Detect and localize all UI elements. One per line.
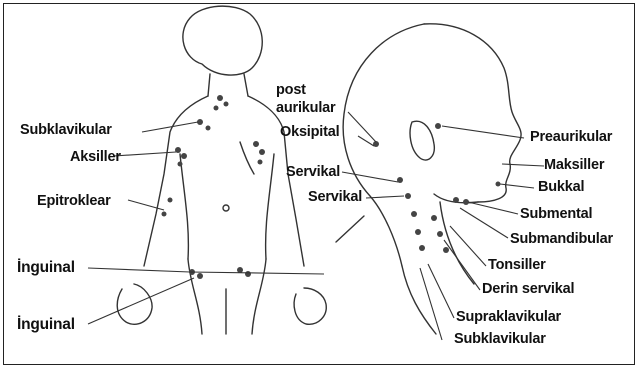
label-aurikular: aurikular <box>276 100 335 116</box>
node-neck <box>217 95 223 101</box>
lymph-node-clusters <box>162 95 501 279</box>
node-axilla-left <box>178 162 183 167</box>
label-derin-servikal: Derin servikal <box>482 281 574 297</box>
child-hand-right <box>294 288 326 324</box>
label-servikal-upper: Servikal <box>286 164 340 180</box>
node-neck <box>224 102 229 107</box>
child-legs <box>188 259 266 334</box>
label-inguinal-lower: İnguinal <box>17 317 75 333</box>
label-submental: Submental <box>520 206 592 222</box>
child-chest-line <box>240 142 254 174</box>
label-preaurikular: Preaurikular <box>530 129 612 145</box>
node-axilla-right <box>259 149 265 155</box>
node-cervical <box>415 229 421 235</box>
profile-ear <box>410 121 434 160</box>
node-arm <box>162 212 167 217</box>
child-neck <box>208 74 248 96</box>
node-deep-cervical <box>443 247 449 253</box>
node-inguinal-right <box>245 271 251 277</box>
leader-lines <box>88 112 544 340</box>
label-epitroklear: Epitroklear <box>37 193 111 209</box>
child-torso-right <box>248 96 304 266</box>
node-preaurikular <box>435 123 441 129</box>
node-subklav-left <box>206 126 211 131</box>
label-bukkal: Bukkal <box>538 179 584 195</box>
node-deep-cervical <box>431 215 437 221</box>
label-aksiller: Aksiller <box>70 149 121 165</box>
node-cervical <box>405 193 411 199</box>
child-head-outline <box>183 6 262 75</box>
label-tonsiller: Tonsiller <box>488 257 546 273</box>
node-bukkal <box>496 182 501 187</box>
label-oksipital: Oksipital <box>280 124 339 140</box>
node-axilla-right <box>253 141 259 147</box>
diagram-frame: Subklavikular Aksiller Epitroklear İngui… <box>3 3 635 365</box>
node-deep-cervical <box>437 231 443 237</box>
label-post: post <box>276 82 306 98</box>
label-maksiller: Maksiller <box>544 157 604 173</box>
node-axilla-left <box>181 153 187 159</box>
node-arm <box>168 198 173 203</box>
label-subklavikular-right: Subklavikular <box>454 331 546 347</box>
node-submandibular <box>453 197 459 203</box>
profile-shoulder <box>336 216 364 242</box>
node-inguinal-left <box>197 273 203 279</box>
node-inguinal-right <box>237 267 243 273</box>
child-navel <box>223 205 229 211</box>
node-cervical <box>411 211 417 217</box>
node-neck <box>214 106 219 111</box>
node-cervical <box>419 245 425 251</box>
label-supraklavikular: Supraklavikular <box>456 309 561 325</box>
label-subklavikular-left: Subklavikular <box>20 122 112 138</box>
profile-face <box>424 24 521 202</box>
child-waist <box>180 154 274 259</box>
label-inguinal-upper: İnguinal <box>17 260 75 276</box>
label-servikal-lower: Servikal <box>308 189 362 205</box>
label-submandibular: Submandibular <box>510 231 613 247</box>
node-axilla-right <box>258 160 263 165</box>
